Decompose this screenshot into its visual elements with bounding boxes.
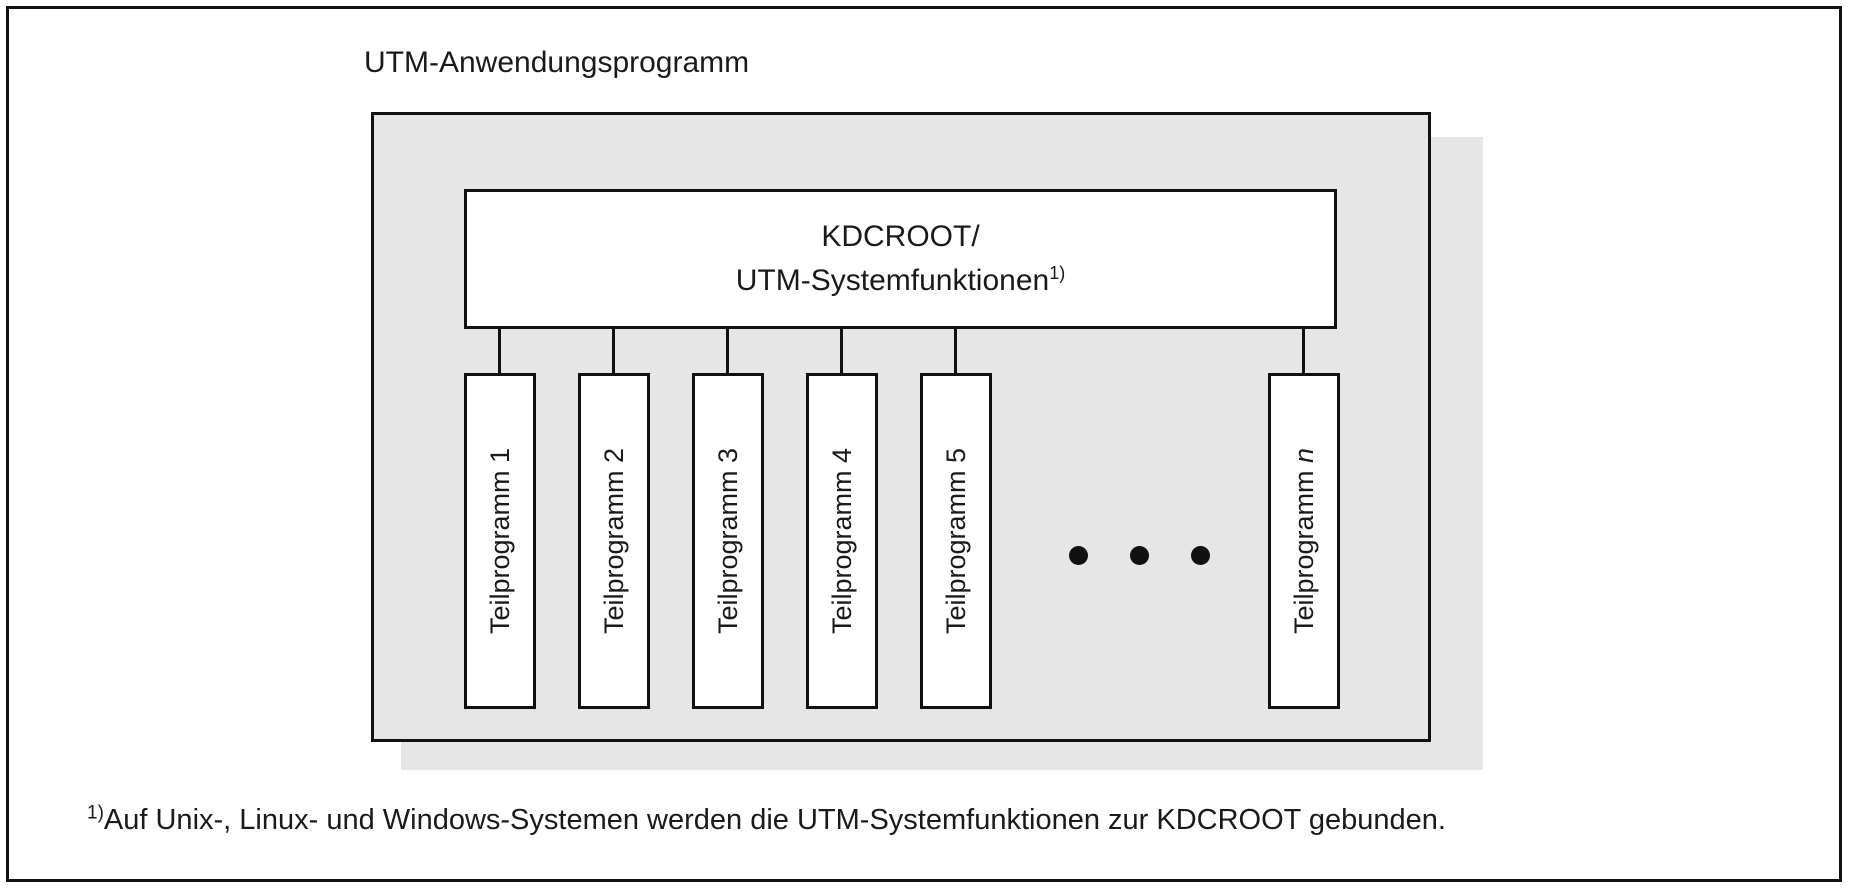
footnote-marker: 1)	[87, 802, 104, 824]
teilprogramm-label-4: Teilprogramm 4	[827, 447, 857, 635]
figure-footnote: 1)Auf Unix-, Linux- und Windows-Systemen…	[87, 802, 1446, 838]
teilprogramm-box-2: Teilprogramm 2	[578, 373, 650, 709]
teilprogramm-label-3: Teilprogramm 3	[713, 447, 743, 635]
teilprogramm-box-n: Teilprogramm n	[1268, 373, 1340, 709]
teilprogramm-box-3: Teilprogramm 3	[692, 373, 764, 709]
ellipsis-dot-2	[1130, 546, 1149, 565]
page-frame: UTM-Anwendungsprogramm KDCROOT/ UTM-Syst…	[6, 6, 1842, 882]
teilprogramm-box-5: Teilprogramm 5	[920, 373, 992, 709]
connector-line-1	[498, 329, 501, 375]
teilprogramm-name-n: Teilprogramm	[1289, 470, 1319, 635]
kdcroot-label-line2: UTM-Systemfunktionen1)	[736, 259, 1065, 303]
kdcroot-system-functions-box: KDCROOT/ UTM-Systemfunktionen1)	[464, 189, 1337, 329]
teilprogramm-label-1: Teilprogramm 1	[485, 447, 515, 635]
teilprogramm-label-5: Teilprogramm 5	[941, 447, 971, 635]
ellipsis-dot-1	[1069, 546, 1088, 565]
teilprogramm-index-n: n	[1289, 447, 1319, 463]
connector-line-n	[1302, 329, 1305, 375]
teilprogramm-label-2: Teilprogramm 2	[599, 447, 629, 635]
connector-line-5	[954, 329, 957, 375]
teilprogramm-box-4: Teilprogramm 4	[806, 373, 878, 709]
teilprogramm-box-1: Teilprogramm 1	[464, 373, 536, 709]
connector-line-2	[612, 329, 615, 375]
kdcroot-systemfunctions-text: UTM-Systemfunktionen	[735, 264, 1050, 297]
teilprogramm-label-n: Teilprogramm n	[1289, 448, 1319, 634]
connector-line-3	[726, 329, 729, 375]
footnote-text: Auf Unix-, Linux- und Windows-Systemen w…	[103, 804, 1446, 836]
figure-title: UTM-Anwendungsprogramm	[364, 46, 750, 79]
ellipsis-dot-3	[1191, 546, 1210, 565]
connector-line-4	[840, 329, 843, 375]
kdcroot-footnote-marker: 1)	[1049, 263, 1066, 283]
kdcroot-label-line1: KDCROOT/	[821, 220, 980, 253]
